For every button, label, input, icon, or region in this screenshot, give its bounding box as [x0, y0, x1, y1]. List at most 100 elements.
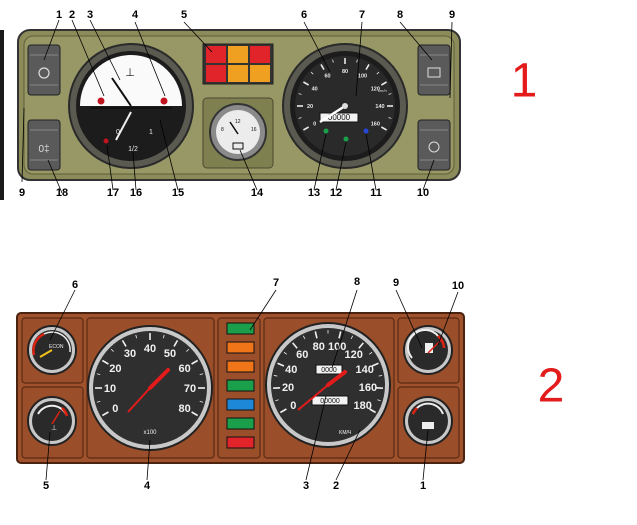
speedometer-2-tick-mark — [302, 335, 306, 340]
light-switch-icon — [38, 67, 50, 79]
speedometer-2-tick-label: 60 — [296, 349, 308, 361]
figure-1-label: 1 — [510, 54, 538, 108]
fuel-zero-label: 0 — [116, 129, 120, 136]
callout-1-14: 14 — [250, 187, 264, 199]
callout-1-15: 15 — [171, 187, 185, 199]
callout-1-18: 18 — [55, 187, 69, 199]
gauge-upper-face — [80, 55, 182, 106]
speedometer-1-tick-label: 100 — [358, 74, 367, 80]
leader-lines-1 — [21, 19, 453, 194]
tach-needle — [148, 368, 170, 390]
fuel-gauge — [403, 325, 453, 375]
switch-8 — [417, 44, 451, 96]
sidelight-lamp — [343, 136, 349, 142]
trip-odometer — [315, 364, 343, 375]
fuel-half-label: 1/2 — [128, 146, 138, 153]
tachometer-tick-mark — [101, 359, 109, 365]
speed-needle — [319, 104, 346, 124]
fan-icon — [428, 141, 440, 153]
switch-18: 0‡ — [27, 119, 61, 171]
speedometer-1-tick-mark — [332, 59, 334, 63]
speedometer-2-tick-mark — [369, 351, 373, 355]
odometer-value: 00000 — [328, 113, 351, 122]
speedometer-1-tick-label: 160 — [371, 121, 380, 127]
speedometer-2-tick-mark — [283, 351, 287, 355]
combined-gauge: ⊥ 0 1/2 1 — [68, 43, 194, 169]
speedometer-1-tick-label: 140 — [375, 104, 384, 110]
speedometer-2-tick-label: 180 — [353, 400, 371, 412]
speedometer-2-tick-label: 0 — [290, 400, 296, 412]
high-beam-lamp — [363, 128, 369, 134]
speedometer-2-tick-mark — [378, 375, 383, 377]
tachometer-tick-mark — [162, 334, 165, 339]
callout-1-9b: 9 — [18, 187, 26, 199]
speedometer-2-tick-mark — [277, 362, 285, 367]
odometer-2-value: 00000 — [320, 398, 340, 405]
econ-needle — [39, 349, 53, 358]
speedometer-2-tick-label: 40 — [285, 364, 297, 376]
tachometer-tick-mark — [173, 339, 179, 347]
tachometer-tick-mark — [191, 359, 199, 365]
economizer-gauge: ECON — [27, 325, 77, 375]
thermometer-icon: ⊥ — [51, 425, 57, 432]
speedometer-1-tick-label: 20 — [307, 104, 313, 110]
brake-warning-lamp — [206, 46, 226, 63]
battery-icon — [232, 142, 244, 150]
indicator-lamps-2 — [226, 322, 255, 449]
temp-needle — [111, 77, 132, 107]
speedometer-1-tick-mark — [365, 64, 370, 71]
callout-1-8: 8 — [396, 9, 404, 21]
coolant-temp-gauge: ⊥ — [27, 396, 77, 446]
tachometer-tick-label: 40 — [144, 343, 156, 355]
speedometer-2-tick-mark — [275, 399, 279, 402]
voltmeter-tick: 16 — [251, 127, 257, 133]
figure-1-diagram: 0‡ ⊥ 0 1/2 1 — [0, 19, 461, 200]
speedometer-1-tick-mark — [380, 81, 387, 86]
callout-2-5: 5 — [42, 480, 50, 492]
tachometer-tick-mark — [121, 339, 127, 347]
rear-defrost-icon — [427, 67, 441, 78]
callout-2-4: 4 — [143, 480, 151, 492]
speedometer-1-tick-mark — [356, 59, 358, 63]
callout-1-1: 1 — [55, 9, 63, 21]
temp-needle-2 — [51, 410, 61, 425]
tachometer-tick-label: 80 — [179, 403, 191, 415]
callout-1-11: 11 — [370, 187, 382, 199]
fuel-full-label: 1 — [149, 129, 153, 136]
callout-1-4: 4 — [131, 9, 139, 21]
fog-lamp — [228, 65, 248, 82]
voltmeter-2 — [403, 396, 453, 446]
voltmeter-tick: 12 — [235, 119, 241, 125]
speedometer-1-tick-mark — [303, 126, 310, 131]
speedometer-2-tick-mark — [377, 399, 381, 402]
tachometer-tick-mark — [110, 348, 114, 352]
speedometer-2-tick-mark — [292, 342, 298, 349]
fuel-pump-icon — [425, 343, 433, 353]
tachometer-tick-mark — [101, 411, 109, 417]
speedometer-1-tick-mark — [298, 117, 302, 119]
voltmeter-needle — [229, 121, 239, 135]
tachometer-tick-label: 50 — [164, 348, 176, 360]
tachometer-tick-mark — [199, 400, 204, 403]
speedometer-2-tick-label: 20 — [282, 382, 294, 394]
speedometer-2-tick-mark — [371, 362, 379, 367]
speedometer-1-tick-mark — [388, 117, 392, 119]
callout-2-2: 2 — [332, 480, 340, 492]
tachometer-tick-label: 20 — [109, 363, 121, 375]
tach-unit-label: x100 — [143, 430, 157, 436]
tachometer-tick-label: 60 — [179, 363, 191, 375]
switch-10 — [417, 119, 451, 171]
turn-warning-lamp — [228, 46, 248, 63]
speedometer-1-tick-mark — [303, 81, 310, 86]
tachometer-tick-label: 30 — [124, 348, 136, 360]
callout-1-13: 13 — [307, 187, 321, 199]
speed-needle-2 — [326, 370, 347, 387]
speedometer-2-tick-label: 80 — [313, 341, 325, 353]
speedometer-1-tick-mark — [380, 126, 387, 131]
odometer-2 — [311, 395, 349, 406]
speedometer-2-tick-mark — [338, 331, 342, 339]
callout-2-10: 10 — [451, 280, 465, 292]
